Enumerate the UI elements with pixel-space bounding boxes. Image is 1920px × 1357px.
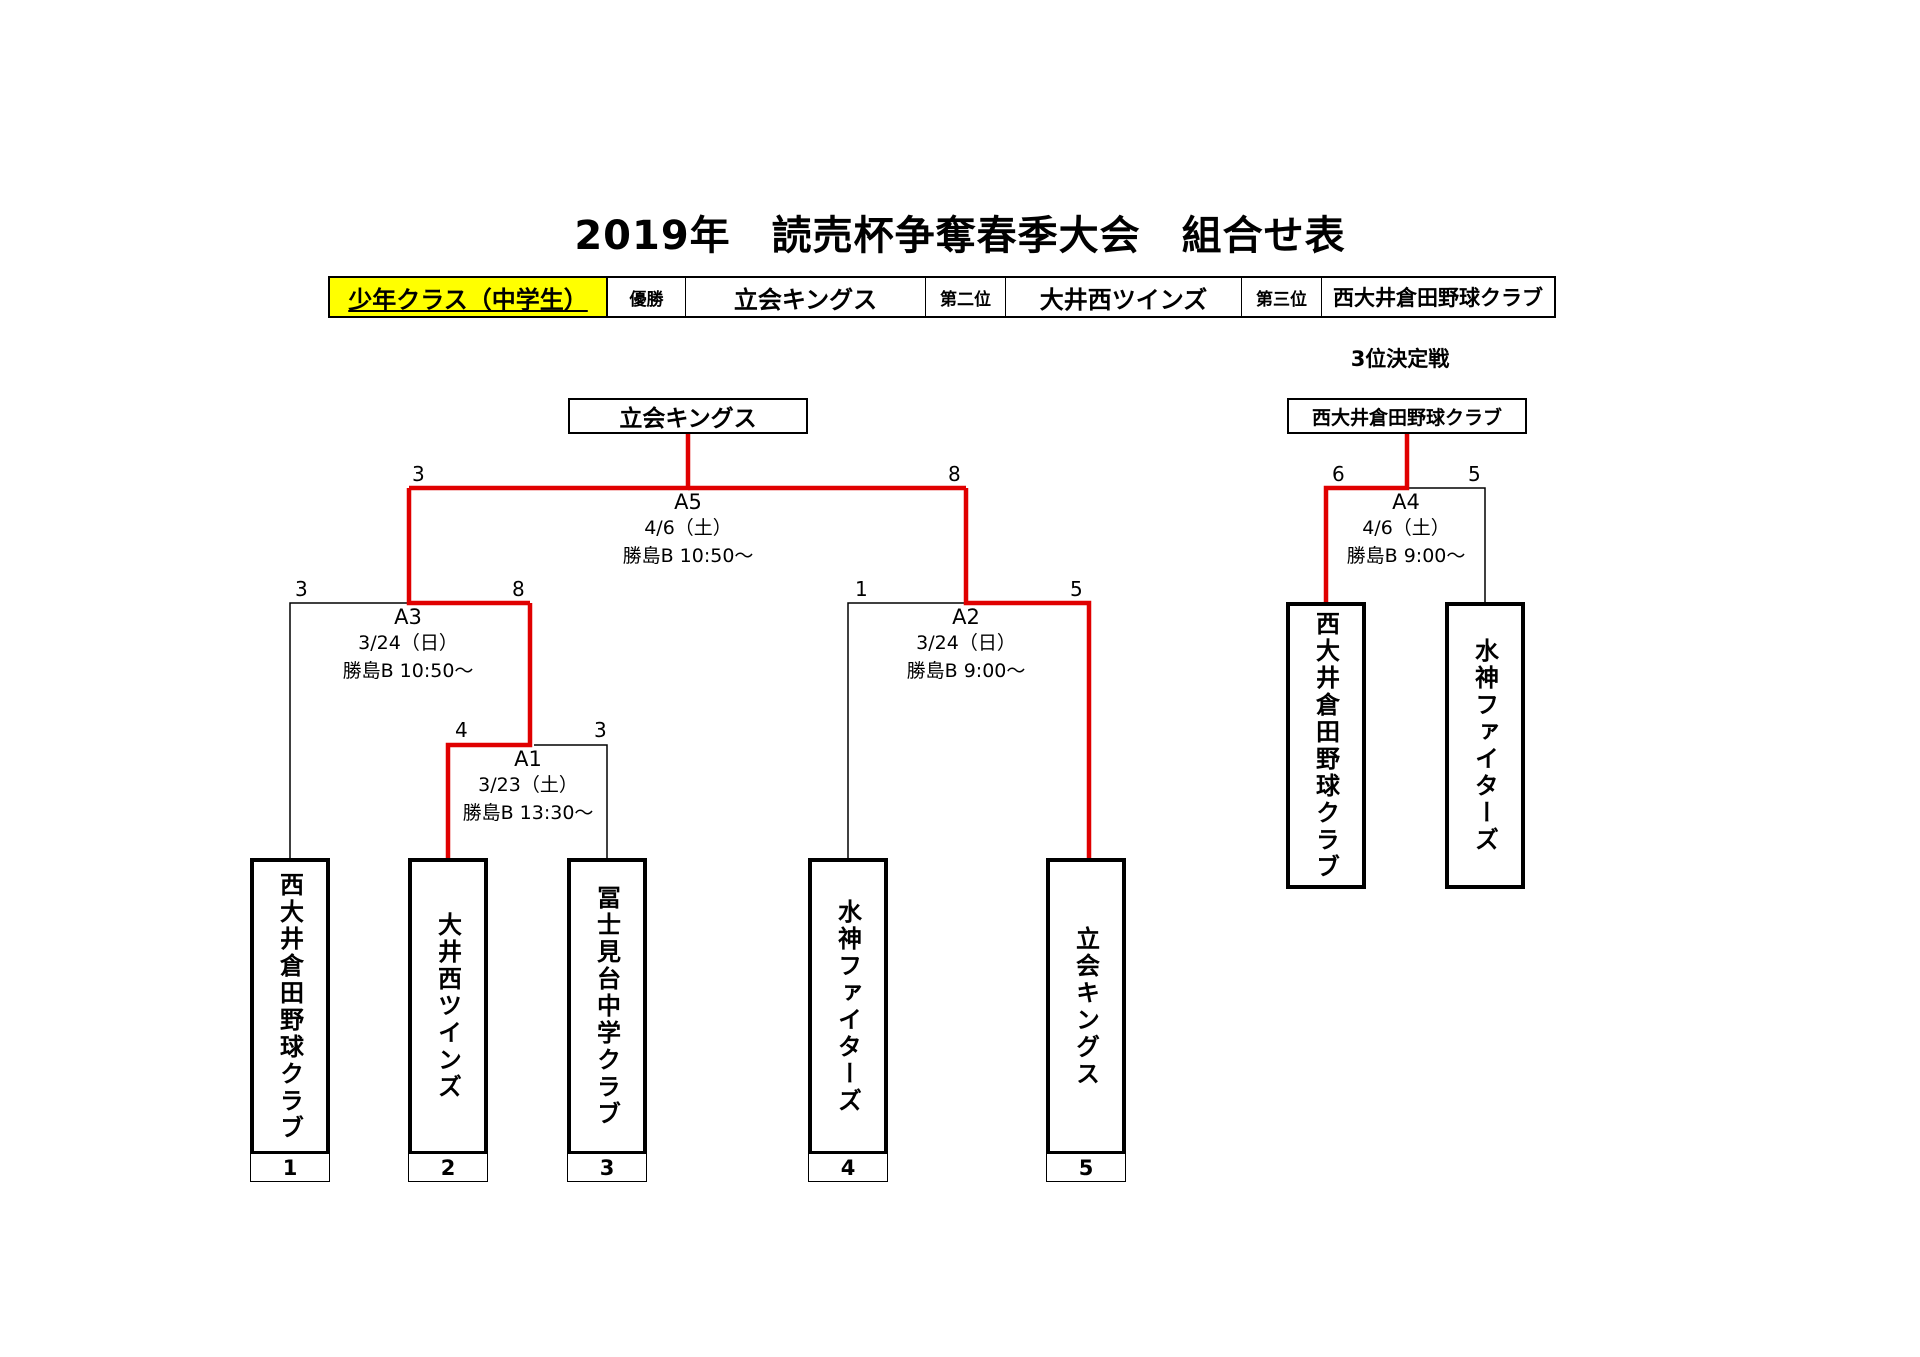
- team-name: 冨士見台中学クラブ: [592, 885, 621, 1128]
- third-place-winner-box: 西大井倉田野球クラブ: [1287, 398, 1527, 434]
- champion-value: 立会キングス: [686, 278, 926, 316]
- third-team-box-2: 水神ファイターズ: [1445, 602, 1525, 889]
- match-a1-date: 3/23（土）: [478, 774, 578, 796]
- score-a5-right: 8: [948, 462, 961, 486]
- score-a1-left: 4: [455, 718, 468, 742]
- score-a2-left: 1: [855, 577, 868, 601]
- third-place-heading: 3位決定戦: [1350, 347, 1450, 371]
- team-box-5: 立会キングス: [1046, 858, 1126, 1155]
- champion-box: 立会キングス: [568, 398, 808, 434]
- third-team-box-1: 西大井倉田野球クラブ: [1286, 602, 1366, 889]
- team-number-4: 4: [808, 1153, 888, 1182]
- page-title: 2019年 読売杯争奪春季大会 組合せ表: [574, 213, 1346, 259]
- match-a4-venue: 勝島B 9:00～: [1346, 545, 1466, 567]
- runner-up-label: 第二位: [926, 278, 1006, 316]
- team-name: 立会キングス: [1071, 925, 1100, 1088]
- match-a1-label: A1: [514, 747, 542, 771]
- team-number-3: 3: [567, 1153, 647, 1182]
- class-label: 少年クラス（中学生）: [330, 278, 608, 316]
- third-value: 西大井倉田野球クラブ: [1333, 286, 1543, 310]
- score-a4-left: 6: [1332, 462, 1345, 486]
- team-name: 西大井倉田野球クラブ: [275, 871, 304, 1142]
- match-a3-date: 3/24（日）: [358, 632, 458, 654]
- match-a5-venue: 勝島B 10:50～: [622, 545, 754, 567]
- champion-label: 優勝: [608, 278, 686, 316]
- score-a3-left: 3: [295, 577, 308, 601]
- team-name: 水神ファイターズ: [1470, 637, 1499, 854]
- match-a1: A1 3/23（土） 勝島B 13:30～: [428, 747, 628, 827]
- match-a5: A5 4/6（土） 勝島B 10:50～: [588, 490, 788, 570]
- third-label: 第三位: [1242, 278, 1322, 316]
- team-number-2: 2: [408, 1153, 488, 1182]
- match-a2-venue: 勝島B 9:00～: [906, 660, 1026, 682]
- score-a1-right: 3: [594, 718, 607, 742]
- match-a3: A3 3/24（日） 勝島B 10:50～: [308, 605, 508, 685]
- score-a5-left: 3: [412, 462, 425, 486]
- score-a4-right: 5: [1468, 462, 1481, 486]
- team-number-5: 5: [1046, 1153, 1126, 1182]
- match-a1-venue: 勝島B 13:30～: [462, 802, 594, 824]
- match-a3-label: A3: [394, 605, 422, 629]
- match-a5-label: A5: [674, 490, 702, 514]
- team-box-1: 西大井倉田野球クラブ: [250, 858, 330, 1155]
- runner-up-value: 大井西ツインズ: [1006, 278, 1242, 316]
- team-name: 大井西ツインズ: [433, 912, 462, 1101]
- score-a3-right: 8: [512, 577, 525, 601]
- team-name: 水神ファイターズ: [833, 898, 862, 1115]
- team-box-3: 冨士見台中学クラブ: [567, 858, 647, 1155]
- team-number-1: 1: [250, 1153, 330, 1182]
- score-a2-right: 5: [1070, 577, 1083, 601]
- match-a4-date: 4/6（土）: [1362, 517, 1450, 539]
- match-a2: A2 3/24（日） 勝島B 9:00～: [866, 605, 1066, 685]
- match-a3-venue: 勝島B 10:50～: [342, 660, 474, 682]
- match-a2-label: A2: [952, 605, 980, 629]
- match-a2-date: 3/24（日）: [916, 632, 1016, 654]
- match-a4: A4 4/6（土） 勝島B 9:00～: [1306, 490, 1506, 570]
- results-summary: 少年クラス（中学生） 優勝 立会キングス 第二位 大井西ツインズ 第三位 西大井…: [328, 276, 1556, 318]
- team-box-4: 水神ファイターズ: [808, 858, 888, 1155]
- team-name: 西大井倉田野球クラブ: [1311, 610, 1340, 881]
- match-a5-date: 4/6（土）: [644, 517, 732, 539]
- match-a4-label: A4: [1392, 490, 1420, 514]
- team-box-2: 大井西ツインズ: [408, 858, 488, 1155]
